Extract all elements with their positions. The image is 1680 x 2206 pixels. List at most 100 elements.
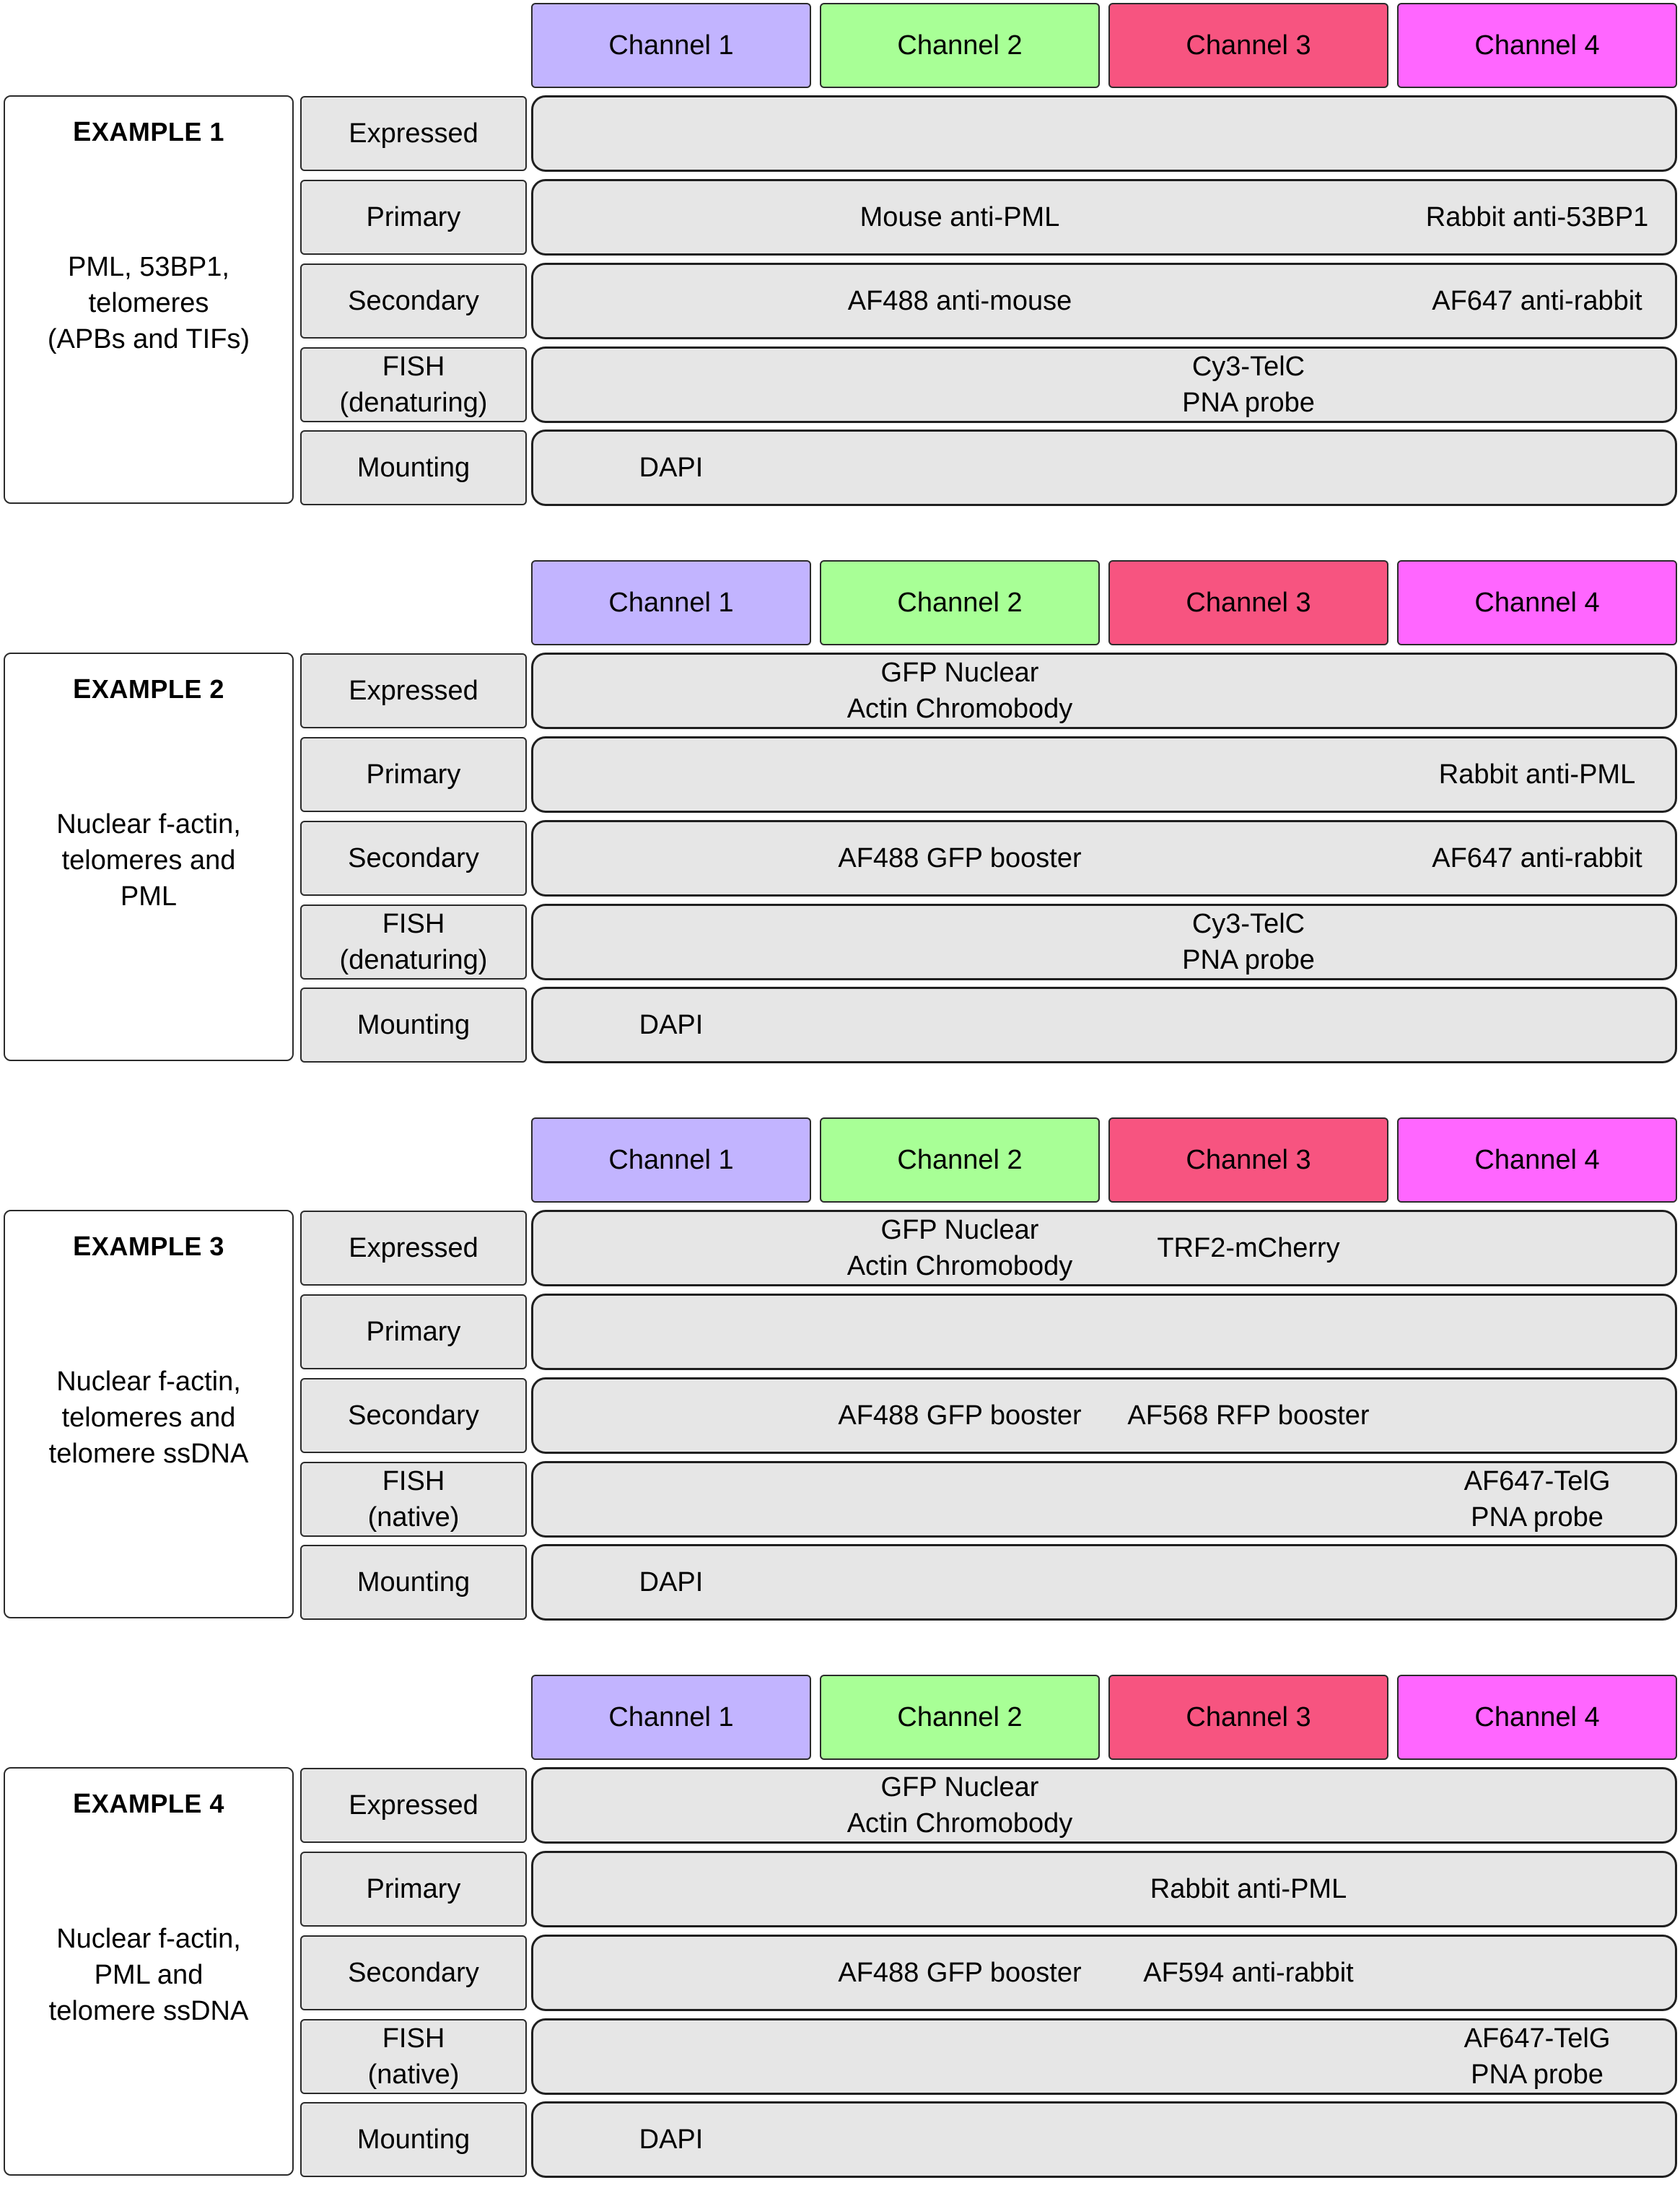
- reagent-bar: [531, 263, 1677, 339]
- example-label-box: EXAMPLE 2 Nuclear f-actin, telomeres and …: [4, 653, 294, 1061]
- reagent-cell-channel-1: DAPI: [639, 453, 704, 483]
- reagent-bar: [531, 1935, 1677, 2011]
- channel-header-2: Channel 2: [820, 560, 1100, 645]
- reagent-bar: [531, 1767, 1677, 1844]
- step-label: Secondary: [300, 1378, 527, 1453]
- example-title-initial: E: [73, 117, 92, 147]
- example-title-initial: E: [73, 674, 92, 705]
- step-label: Primary: [300, 1294, 527, 1369]
- reagent-cell-channel-3: Rabbit anti-PML: [1150, 1874, 1347, 1904]
- example-description: Nuclear f-actin, telomeres and PML: [56, 809, 241, 912]
- reagent-bar: [531, 2101, 1677, 2178]
- reagent-cell-channel-4: AF647-TelG PNA probe: [1464, 1466, 1611, 1533]
- channel-header-3: Channel 3: [1108, 560, 1388, 645]
- example-label-box: EXAMPLE 1 PML, 53BP1, telomeres (APBs and…: [4, 95, 294, 504]
- reagent-cell-channel-1: DAPI: [639, 2124, 704, 2155]
- reagent-cell-channel-3: AF594 anti-rabbit: [1143, 1958, 1354, 1988]
- example-description: PML, 53BP1, telomeres (APBs and TIFs): [47, 252, 250, 354]
- channel-header-2: Channel 2: [820, 1117, 1100, 1203]
- channel-header-1: Channel 1: [531, 560, 811, 645]
- reagent-bar: [531, 736, 1677, 813]
- reagent-bar: [531, 1544, 1677, 1621]
- channel-header-1: Channel 1: [531, 1117, 811, 1203]
- reagent-bar: [531, 820, 1677, 897]
- reagent-cell-channel-2: Mouse anti-PML: [859, 202, 1060, 232]
- reagent-cell-channel-3: Cy3-TelC PNA probe: [1182, 352, 1315, 418]
- reagent-cell-channel-4: AF647 anti-rabbit: [1432, 286, 1642, 316]
- channel-header-2: Channel 2: [820, 3, 1100, 88]
- channel-header-4: Channel 4: [1397, 1675, 1677, 1760]
- example-title-rest: XAMPLE 3: [91, 1231, 224, 1261]
- reagent-cell-channel-2: AF488 anti-mouse: [847, 286, 1072, 316]
- channel-header-4: Channel 4: [1397, 1117, 1677, 1203]
- step-label: Expressed: [300, 1211, 527, 1286]
- reagent-cell-channel-2: AF488 GFP booster: [838, 843, 1082, 873]
- reagent-bar: [531, 430, 1677, 506]
- reagent-bar: [531, 179, 1677, 256]
- step-label: Mounting: [300, 1545, 527, 1620]
- reagent-cell-channel-1: DAPI: [639, 1010, 704, 1040]
- reagent-cell-channel-1: DAPI: [639, 1567, 704, 1597]
- channel-header-4: Channel 4: [1397, 560, 1677, 645]
- step-label: FISH (native): [300, 1462, 527, 1537]
- step-label: FISH (denaturing): [300, 347, 527, 422]
- reagent-bar: [531, 1377, 1677, 1454]
- reagent-cell-channel-2: GFP Nuclear Actin Chromobody: [846, 658, 1073, 724]
- example-label-box: EXAMPLE 3 Nuclear f-actin, telomeres and …: [4, 1210, 294, 1618]
- reagent-cell-channel-2: AF488 GFP booster: [838, 1958, 1082, 1988]
- reagent-cell-channel-4: AF647 anti-rabbit: [1432, 843, 1642, 873]
- example-title-rest: XAMPLE 4: [91, 1789, 224, 1818]
- reagent-cell-channel-3: TRF2-mCherry: [1157, 1233, 1340, 1263]
- example-title-rest: XAMPLE 1: [91, 117, 224, 147]
- example-title: EXAMPLE 3: [5, 1231, 292, 1263]
- reagent-cell-channel-4: AF647-TelG PNA probe: [1464, 2023, 1611, 2090]
- example-title: EXAMPLE 4: [5, 1789, 292, 1820]
- example-description: Nuclear f-actin, PML and telomere ssDNA: [48, 1924, 249, 2026]
- step-label: Expressed: [300, 96, 527, 171]
- reagent-cell-channel-2: GFP Nuclear Actin Chromobody: [846, 1215, 1073, 1281]
- reagent-cell-channel-3: AF568 RFP booster: [1127, 1400, 1370, 1431]
- step-label: Secondary: [300, 821, 527, 896]
- channel-header-4: Channel 4: [1397, 3, 1677, 88]
- reagent-bar: [531, 1294, 1677, 1370]
- step-label: FISH (native): [300, 2019, 527, 2094]
- reagent-cell-channel-4: Rabbit anti-53BP1: [1425, 202, 1649, 232]
- reagent-bar: [531, 904, 1677, 980]
- step-label: Expressed: [300, 653, 527, 728]
- reagent-cell-channel-4: Rabbit anti-PML: [1438, 759, 1636, 790]
- reagent-bar: [531, 1461, 1677, 1538]
- example-title: EXAMPLE 2: [5, 674, 292, 705]
- reagent-bar: [531, 987, 1677, 1063]
- step-label: Secondary: [300, 1935, 527, 2010]
- channel-header-1: Channel 1: [531, 3, 811, 88]
- reagent-cell-channel-2: AF488 GFP booster: [838, 1400, 1082, 1431]
- reagent-bar: [531, 2018, 1677, 2095]
- step-label: Mounting: [300, 988, 527, 1063]
- example-label-box: EXAMPLE 4 Nuclear f-actin, PML and telome…: [4, 1767, 294, 2176]
- step-label: Primary: [300, 180, 527, 255]
- reagent-bar: [531, 346, 1677, 423]
- step-label: Mounting: [300, 2102, 527, 2177]
- reagent-bar: [531, 95, 1677, 172]
- example-title: EXAMPLE 1: [5, 117, 292, 148]
- reagent-bar: [531, 653, 1677, 729]
- example-description: Nuclear f-actin, telomeres and telomere …: [48, 1366, 249, 1469]
- example-title-rest: XAMPLE 2: [91, 674, 224, 704]
- example-title-initial: E: [73, 1789, 92, 1819]
- step-label: Primary: [300, 1852, 527, 1927]
- channel-header-3: Channel 3: [1108, 1117, 1388, 1203]
- step-label: Secondary: [300, 263, 527, 339]
- step-label: Expressed: [300, 1768, 527, 1843]
- step-label: FISH (denaturing): [300, 904, 527, 980]
- step-label: Mounting: [300, 430, 527, 505]
- example-title-initial: E: [73, 1231, 92, 1262]
- channel-header-2: Channel 2: [820, 1675, 1100, 1760]
- channel-header-3: Channel 3: [1108, 3, 1388, 88]
- reagent-bar: [531, 1851, 1677, 1927]
- channel-header-1: Channel 1: [531, 1675, 811, 1760]
- step-label: Primary: [300, 737, 527, 812]
